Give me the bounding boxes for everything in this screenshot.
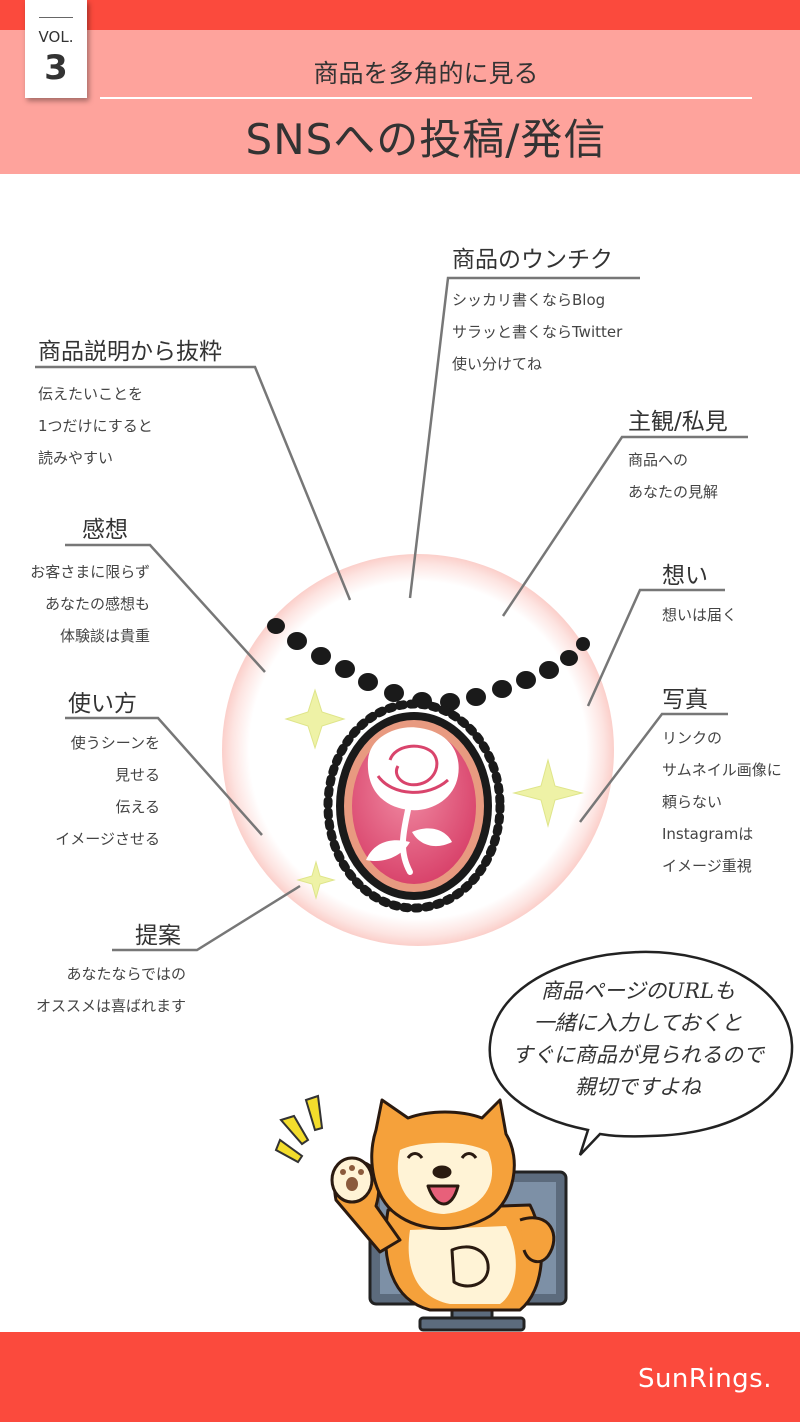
text-line: 伝えたいことを [38, 385, 144, 403]
text-proposal: あなたならではの オススメは喜ばれます [20, 958, 186, 1022]
text-line: あなたの感想も [44, 595, 150, 613]
text-line: イメージさせる [55, 830, 160, 848]
text-line: お客さまに限らず [30, 563, 150, 581]
text-line: あなたの見解 [628, 483, 719, 501]
speech-bubble-text: 商品ページのURLも 一緒に入力しておくと すぐに商品が見られるので 親切ですよ… [488, 975, 788, 1103]
speech-line: すぐに商品が見られるので [512, 1043, 764, 1067]
brand-logo: SunRings. [637, 1364, 772, 1394]
shiba-dog-mascot-icon [330, 1098, 556, 1312]
emphasis-marks [274, 1094, 324, 1164]
text-line: 商品への [628, 451, 689, 469]
label-feeling: 想い [662, 563, 708, 589]
header-band: 商品を多角的に見る SNSへの投稿/発信 [0, 30, 800, 174]
volume-badge-rule [39, 17, 73, 18]
top-accent-strip [0, 0, 800, 30]
text-line: 頼らない [662, 793, 723, 811]
speech-bubble-icon [488, 950, 794, 1156]
leader-line-photo [579, 712, 728, 823]
leader-lines [35, 276, 748, 952]
label-usage: 使い方 [68, 691, 137, 717]
leader-line-feeling [586, 588, 725, 707]
label-impression: 感想 [82, 517, 128, 543]
text-feeling: 想いは届く [662, 599, 737, 631]
text-line: 使い分けてね [452, 355, 543, 373]
leader-line-usage [65, 716, 263, 836]
text-line: 想いは届く [662, 606, 738, 624]
text-line: リンクの [662, 729, 723, 747]
speech-line: 商品ページのURLも [540, 979, 736, 1003]
text-line: サムネイル画像に [662, 761, 782, 779]
footer-bar: SunRings. [0, 1332, 800, 1422]
text-opinion: 商品への あなたの見解 [628, 444, 718, 508]
text-line: シッカリ書くならBlog [452, 291, 606, 309]
label-photo: 写真 [662, 687, 708, 713]
text-untiku: シッカリ書くならBlog サラッと書くならTwitter 使い分けてね [452, 284, 622, 380]
volume-badge: VOL. 3 [25, 0, 87, 98]
text-line: 読みやすい [38, 449, 114, 467]
text-line: 使うシーンを [70, 734, 160, 752]
leader-line-opinion [501, 435, 748, 617]
leader-line-impression [65, 543, 266, 673]
text-excerpt: 伝えたいことを 1つだけにすると 読みやすい [38, 378, 153, 474]
volume-number: 3 [44, 48, 68, 88]
leader-line-untiku [408, 276, 640, 599]
text-usage: 使うシーンを 見せる 伝える イメージさせる [20, 727, 160, 855]
text-line: あなたならではの [66, 965, 186, 983]
label-opinion: 主観/私見 [628, 409, 728, 435]
text-line: Instagramは [662, 825, 754, 843]
text-line: イメージ重視 [662, 857, 752, 875]
volume-label: VOL. [38, 28, 74, 46]
text-line: 見せる [114, 766, 160, 784]
speech-line: 一緒に入力しておくと [533, 1011, 743, 1035]
label-excerpt: 商品説明から抜粋 [38, 339, 222, 365]
text-line: オススメは喜ばれます [35, 997, 186, 1015]
page-subtitle: 商品を多角的に見る [313, 59, 539, 88]
leader-line-proposal [112, 884, 301, 952]
leader-line-excerpt [35, 365, 352, 601]
sparkle-icon [284, 688, 584, 900]
page-title: SNSへの投稿/発信 [245, 115, 607, 164]
text-line: サラッと書くならTwitter [452, 323, 623, 341]
rose-cameo-icon [323, 699, 505, 913]
label-proposal: 提案 [135, 923, 181, 949]
text-line: 伝える [115, 798, 160, 816]
header-divider [100, 97, 752, 99]
text-photo: リンクの サムネイル画像に 頼らない Instagramは イメージ重視 [662, 722, 782, 882]
text-line: 1つだけにすると [38, 417, 153, 435]
speech-line: 親切ですよね [575, 1075, 701, 1099]
text-line: 体験談は貴重 [59, 627, 150, 645]
text-impression: お客さまに限らず あなたの感想も 体験談は貴重 [20, 556, 150, 652]
label-untiku: 商品のウンチク [452, 247, 613, 273]
